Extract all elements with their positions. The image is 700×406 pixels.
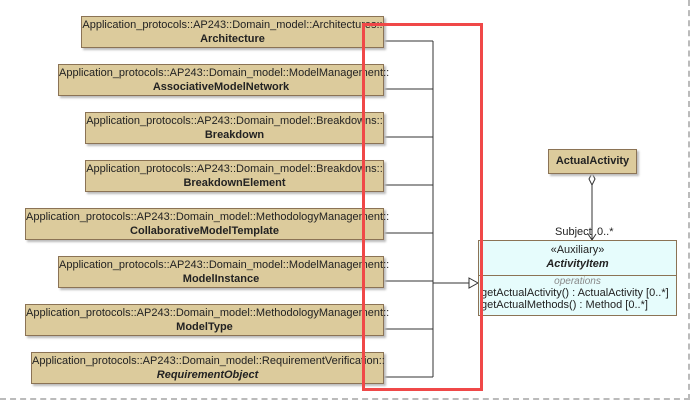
class-activity-item[interactable]: «Auxiliary» ActivityItem operations getA… — [478, 240, 677, 316]
multiplicity-label: 0..* — [597, 226, 614, 238]
class-namespace: Application_protocols::AP243::Domain_mod… — [59, 259, 390, 271]
class-name: ModelInstance — [182, 273, 260, 285]
generalization-arrow-icon — [468, 277, 480, 289]
role-label: Subject — [555, 226, 592, 238]
class-name: AssociativeModelNetwork — [152, 81, 290, 93]
aggregation-diamond-icon — [588, 171, 596, 187]
class-namespace: Application_protocols::AP243::Domain_mod… — [26, 211, 390, 223]
class-name: Breakdown — [204, 129, 265, 141]
class-namespace: Application_protocols::AP243::Domain_mod… — [86, 163, 383, 175]
class-namespace: Application_protocols::AP243::Domain_mod… — [59, 67, 390, 79]
class-namespace: Application_protocols::AP243::Domain_mod… — [82, 19, 383, 31]
class-box[interactable]: Application_protocols::AP243::Domain_mod… — [58, 64, 390, 96]
class-box[interactable]: Application_protocols::AP243::Domain_mod… — [85, 160, 384, 192]
class-name: Architecture — [200, 33, 265, 45]
class-box[interactable]: Application_protocols::AP243::Domain_mod… — [25, 208, 390, 240]
class-actual-activity[interactable]: ActualActivity — [548, 149, 637, 174]
class-name: RequirementObject — [156, 369, 259, 381]
class-box[interactable]: Application_protocols::AP243::Domain_mod… — [58, 256, 390, 288]
class-name: ActivityItem — [546, 258, 609, 270]
class-box[interactable]: Application_protocols::AP243::Domain_mod… — [81, 16, 384, 48]
class-name: CollaborativeModelTemplate — [130, 225, 279, 237]
stereotype: «Auxiliary» — [550, 244, 605, 256]
class-box[interactable]: Application_protocols::AP243::Domain_mod… — [85, 112, 384, 144]
class-box[interactable]: Application_protocols::AP243::Domain_mod… — [31, 352, 385, 384]
operation: getActualMethods() : Method [0..*] — [481, 299, 648, 311]
class-namespace: Application_protocols::AP243::Domain_mod… — [86, 115, 383, 127]
class-name: BreakdownElement — [183, 177, 286, 189]
compartment-label: operations — [554, 276, 601, 287]
class-namespace: Application_protocols::AP243::Domain_mod… — [26, 307, 390, 319]
class-name: ActualActivity — [555, 155, 630, 167]
class-namespace: Application_protocols::AP243::Domain_mod… — [32, 355, 385, 367]
operation: getActualActivity() : ActualActivity [0.… — [481, 287, 669, 299]
class-name: ModelType — [176, 321, 233, 333]
class-box[interactable]: Application_protocols::AP243::Domain_mod… — [25, 304, 390, 336]
highlight-rectangle — [362, 23, 483, 391]
